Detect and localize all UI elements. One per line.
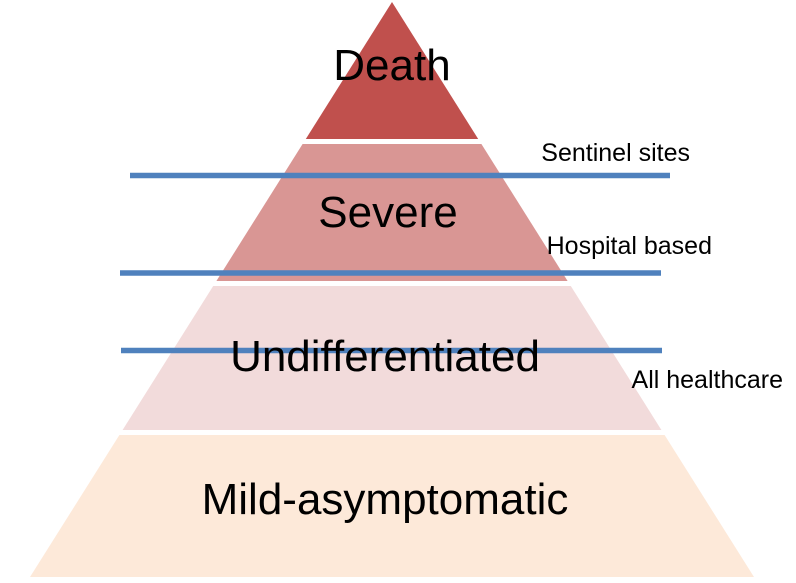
pyramid-level-death-shape (305, 2, 479, 139)
pyramid-level-undifferentiated-shape (122, 286, 662, 430)
line-label-all-healthcare: All healthcare (632, 366, 783, 394)
level-label-severe: Severe (318, 188, 457, 237)
level-label-mild-asymptomatic: Mild-asymptomatic (202, 475, 569, 524)
line-label-hospital-based: Hospital based (547, 232, 712, 260)
level-label-undifferentiated: Undifferentiated (230, 332, 540, 381)
pyramid-level-mild-shape (30, 435, 754, 577)
level-label-death: Death (333, 41, 450, 90)
line-label-sentinel-sites: Sentinel sites (541, 139, 690, 167)
